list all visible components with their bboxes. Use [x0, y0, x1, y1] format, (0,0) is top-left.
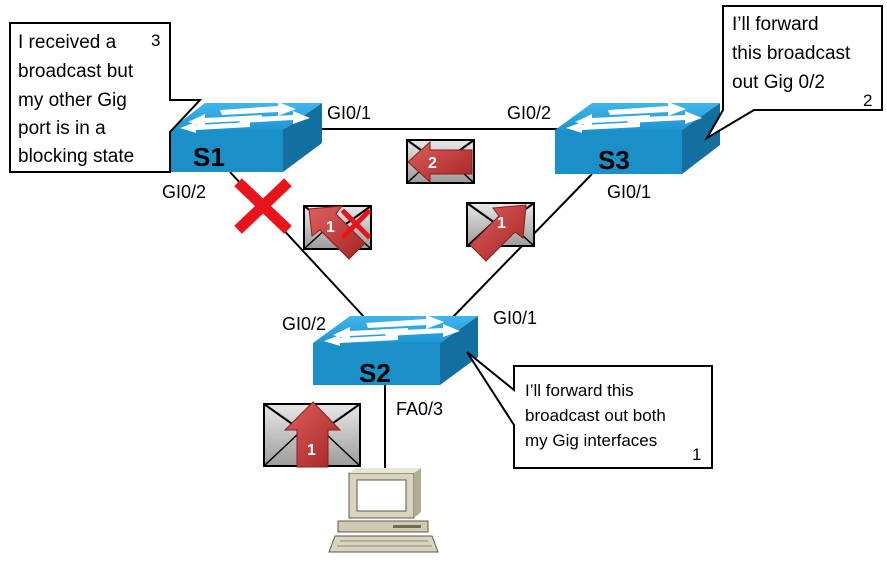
- switch-s3-arrows-icon: [566, 102, 702, 133]
- callout-s2-line-3: my Gig interfaces: [525, 431, 657, 450]
- callout-s3: I’ll forward this broadcast out Gig 0/2 …: [704, 5, 883, 141]
- switch-s3[interactable]: S3: [555, 102, 720, 175]
- switch-s1-arrows-icon: [180, 102, 310, 133]
- callout-s2: I’ll forward this broadcast out both my …: [466, 351, 713, 469]
- broadcast-frame-s3-to-s1: 2: [406, 139, 475, 184]
- broadcast-frame-s2-to-s3: 1: [466, 202, 535, 262]
- frame-step-number: 1: [326, 219, 335, 236]
- broadcast-frame-s2-to-s1: 1: [303, 205, 372, 260]
- callout-s1-line-2: broadcast but: [18, 61, 134, 82]
- switch-s2-arrows-icon: [324, 315, 460, 346]
- arrow-left-icon: [407, 140, 473, 184]
- switch-s2-label: S2: [359, 358, 391, 388]
- frame-step-number: 1: [307, 442, 316, 459]
- callout-s1-step-number: 3: [151, 31, 160, 50]
- port-label-s2-gi02: GI0/2: [282, 314, 326, 334]
- callout-s2-line-1: I’ll forward this: [525, 381, 634, 400]
- callout-s3-step-number: 2: [863, 91, 872, 110]
- callout-s2-step-number: 1: [692, 445, 701, 464]
- dropped-frame-x-icon: [340, 208, 372, 240]
- port-label-s1-gi01: GI0/1: [327, 103, 371, 123]
- switch-s2[interactable]: S2: [313, 315, 478, 388]
- callout-s1-line-5: blocking state: [18, 146, 134, 167]
- blocked-port-x-icon: [234, 178, 292, 234]
- callout-s2-line-2: broadcast out both: [525, 406, 666, 425]
- callout-s3-line-3: out Gig 0/2: [732, 72, 825, 93]
- port-label-s1-gi02: GI0/2: [162, 182, 206, 202]
- switch-s1-label: S1: [193, 142, 225, 172]
- port-label-s2-fa03: FA0/3: [396, 399, 443, 419]
- frame-step-number: 2: [428, 155, 437, 172]
- callout-s1: I received a broadcast but my other Gig …: [9, 22, 203, 173]
- broadcast-frame-pc-to-s2: 1: [263, 401, 361, 468]
- frame-step-number: 1: [497, 215, 506, 232]
- callout-s1-line-3: my other Gig: [18, 90, 127, 111]
- arrow-up-right-icon: [469, 204, 527, 262]
- port-label-s2-gi01: GI0/1: [493, 308, 537, 328]
- port-label-s3-gi01: GI0/1: [607, 182, 651, 202]
- pc-computer-icon[interactable]: [328, 468, 439, 553]
- port-label-s3-gi02: GI0/2: [507, 103, 551, 123]
- switch-s3-label: S3: [598, 145, 630, 175]
- callout-s1-line-4: port is in a: [18, 118, 106, 139]
- arrow-up-icon: [283, 401, 342, 468]
- switch-s1[interactable]: S1: [170, 102, 322, 172]
- callout-s1-line-1: I received a: [18, 32, 117, 53]
- callout-s3-line-2: this broadcast: [732, 43, 851, 64]
- arrow-up-left-icon: [308, 205, 366, 260]
- callout-s3-line-1: I’ll forward: [732, 14, 819, 35]
